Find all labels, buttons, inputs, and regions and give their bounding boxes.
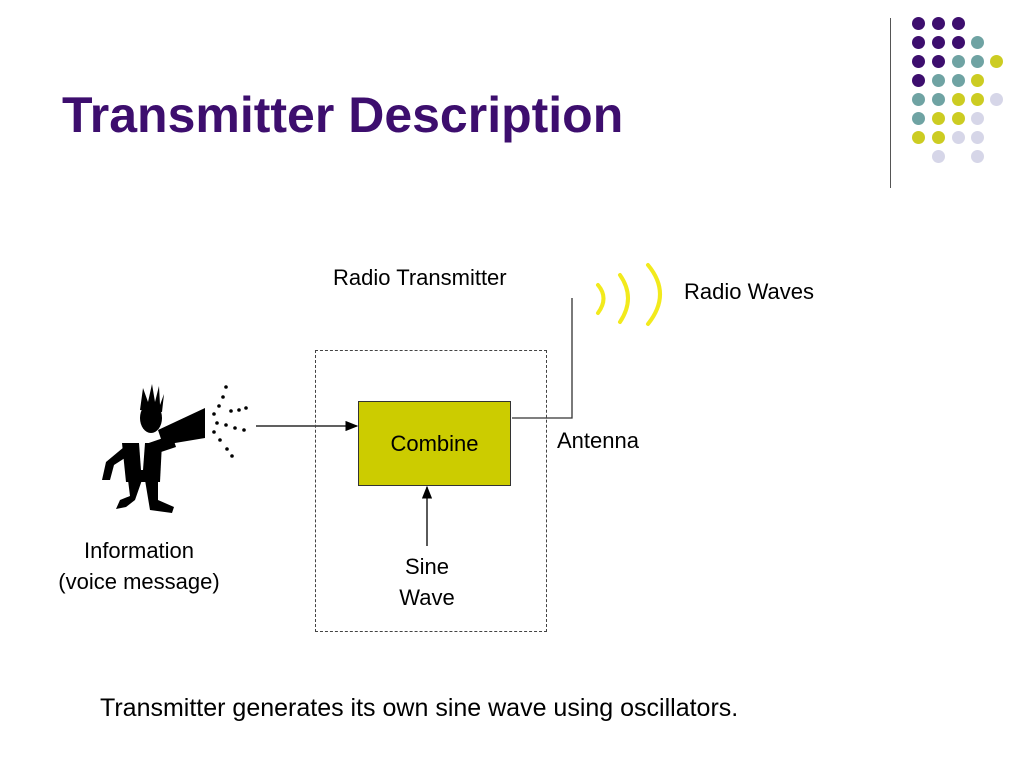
decorative-dot [971, 93, 984, 106]
sine-wave-label-line1: Sine [404, 554, 450, 579]
decorative-dot [932, 93, 945, 106]
decorative-dot [932, 112, 945, 125]
decorative-dot [952, 74, 965, 87]
radio-waves-label: Radio Waves [684, 279, 815, 304]
sound-dot [212, 412, 216, 416]
decorative-dot [971, 55, 984, 68]
decorative-dot [932, 131, 945, 144]
sine-wave-label-line2: Wave [399, 585, 455, 610]
decorative-dot [932, 74, 945, 87]
sound-dot [224, 423, 228, 427]
person-with-megaphone-icon [102, 384, 205, 513]
sound-dot [215, 421, 219, 425]
decorative-dot [952, 36, 965, 49]
sound-dot [224, 385, 228, 389]
decorative-dot [971, 131, 984, 144]
slide-footnote: Transmitter generates its own sine wave … [100, 694, 739, 722]
decorative-dot [932, 36, 945, 49]
decorative-dot [912, 17, 925, 30]
sound-dot [242, 428, 246, 432]
decorative-dot [952, 93, 965, 106]
sound-dot [217, 404, 221, 408]
decorative-dot [912, 74, 925, 87]
antenna-line [512, 298, 573, 419]
decorative-dot [990, 93, 1003, 106]
radio-transmitter-label: Radio Transmitter [333, 265, 507, 290]
decorative-dot [952, 55, 965, 68]
decorative-dot [971, 74, 984, 87]
decorative-dot [912, 93, 925, 106]
decorative-dot [932, 150, 945, 163]
information-label-line1: Information [83, 538, 195, 563]
sound-dot [218, 438, 222, 442]
sound-dot [244, 406, 248, 410]
decorative-dot [932, 17, 945, 30]
sound-dots-icon [212, 385, 248, 458]
sound-dot [233, 426, 237, 430]
sound-dot [230, 454, 234, 458]
sound-dot [221, 395, 225, 399]
shirt-detail [139, 443, 145, 470]
sound-dot [237, 408, 241, 412]
combine-label: Combine [390, 430, 479, 456]
information-label: Information (voice message) [30, 535, 248, 597]
combine-block: Combine [358, 401, 511, 486]
decorative-dot [971, 150, 984, 163]
sound-dot [225, 447, 229, 451]
decorative-dot [971, 112, 984, 125]
title-divider-line [890, 18, 891, 188]
decorative-dot [952, 131, 965, 144]
sine-wave-label: Sine Wave [377, 551, 477, 613]
decorative-dot [932, 55, 945, 68]
decorative-dot [952, 112, 965, 125]
decorative-dot [912, 36, 925, 49]
information-label-line2: (voice message) [58, 569, 220, 594]
decorative-dot [912, 131, 925, 144]
decorative-dot [912, 55, 925, 68]
transmitter-boundary [315, 350, 547, 632]
decorative-dot [990, 55, 1003, 68]
decorative-dot [952, 17, 965, 30]
decorative-dot [971, 36, 984, 49]
sound-dot [229, 409, 233, 413]
antenna-label: Antenna [557, 428, 639, 453]
decorative-dot [912, 112, 925, 125]
sound-dot [212, 430, 216, 434]
slide-title: Transmitter Description [62, 87, 624, 143]
radio-waves-icon [596, 263, 662, 326]
